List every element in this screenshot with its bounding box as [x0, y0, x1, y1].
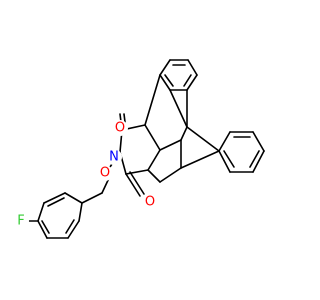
molecule-structure: O O N O F: [13, 59, 265, 239]
fluorine: F: [13, 213, 29, 229]
atom-o-lower: O: [145, 195, 155, 210]
atom-f: F: [17, 214, 24, 229]
imide-nitrogen: N: [106, 149, 122, 165]
carbonyl-oxygen-upper: O: [112, 120, 128, 136]
atom-n: N: [109, 150, 119, 165]
upper-benzo-ring: [159, 59, 198, 91]
bonds: [24, 59, 265, 239]
atom-labels: O O N O F: [13, 120, 158, 229]
atom-o-upper: O: [115, 121, 125, 136]
right-benzo-ring: [218, 131, 265, 173]
ether-oxygen: O: [97, 165, 113, 181]
carbonyl-oxygen-lower: O: [142, 194, 158, 210]
fluorophenyl-ring: [24, 192, 83, 239]
bridge-core: [144, 74, 220, 183]
atom-o-ether: O: [100, 166, 110, 181]
